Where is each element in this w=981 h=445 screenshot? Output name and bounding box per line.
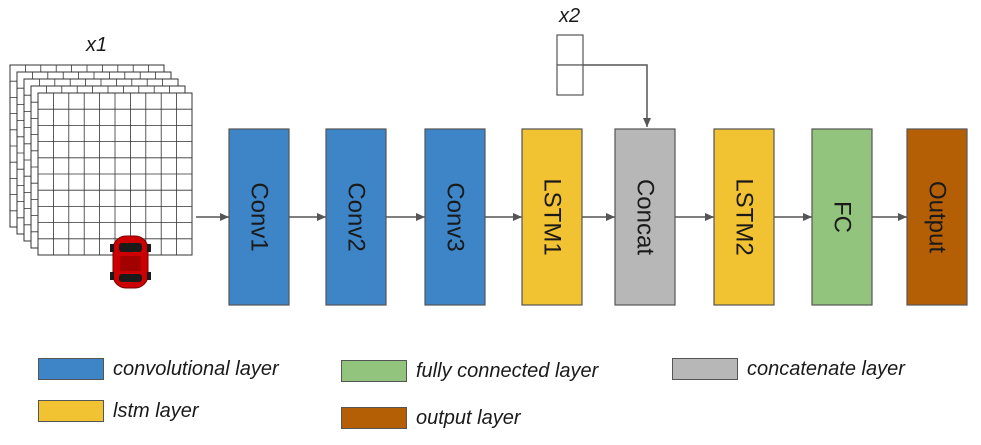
layer-conv2-label: Conv2 — [343, 182, 370, 251]
layer-lstm1-label: LSTM1 — [539, 178, 566, 255]
layer-output-box — [906, 128, 968, 306]
layer-fc-box — [811, 128, 873, 306]
legend-lstm-label: lstm layer — [113, 399, 199, 422]
legend-output-swatch — [341, 407, 407, 429]
layer-conv2-box — [325, 128, 387, 306]
layer-lstm2-label: LSTM2 — [731, 178, 758, 255]
layer-conv1: Conv1 — [228, 128, 290, 306]
legend-fc-label: fully connected layer — [416, 359, 599, 382]
legend-output: output layer — [341, 405, 521, 431]
side-input-vector — [556, 34, 584, 96]
legend-output-label: output layer — [416, 406, 521, 429]
input-multiplier-label: x1 — [85, 34, 107, 56]
layer-concat: Concat — [614, 128, 676, 306]
car-icon — [110, 235, 151, 289]
layer-fc: FC — [811, 128, 873, 306]
layer-concat-box — [614, 128, 676, 306]
legend-concat: concatenate layer — [672, 356, 905, 382]
legend-conv: convolutional layer — [38, 356, 279, 382]
layer-conv3-box — [424, 128, 486, 306]
legend-lstm: lstm layer — [38, 398, 199, 424]
layer-lstm2-box — [713, 128, 775, 306]
layer-output: Output — [906, 128, 968, 306]
input-frame-stack — [9, 64, 193, 256]
legend-fc: fully connected layer — [341, 358, 598, 384]
side-input-arrow — [583, 64, 651, 127]
layer-concat-label: Concat — [632, 179, 659, 255]
layer-conv1-box — [228, 128, 290, 306]
legend-concat-swatch — [672, 358, 738, 380]
layer-lstm2: LSTM2 — [713, 128, 775, 306]
layer-boxes: Conv1 Conv2 Conv3 LSTM1 Concat LSTM2 FC Output — [228, 128, 968, 306]
side-input-multiplier-label: x2 — [558, 5, 580, 27]
layer-output-label: Output — [924, 181, 951, 253]
layer-conv1-label: Conv1 — [246, 182, 273, 251]
layer-conv3-label: Conv3 — [442, 182, 469, 251]
layer-conv2: Conv2 — [325, 128, 387, 306]
layer-conv3: Conv3 — [424, 128, 486, 306]
input-frame — [37, 92, 193, 256]
layer-lstm1: LSTM1 — [521, 128, 583, 306]
legend-conv-label: convolutional layer — [113, 357, 279, 380]
layer-fc-label: FC — [829, 201, 856, 233]
layer-lstm1-box — [521, 128, 583, 306]
legend-conv-swatch — [38, 358, 104, 380]
legend-concat-label: concatenate layer — [747, 357, 905, 380]
legend-lstm-swatch — [38, 400, 104, 422]
legend-fc-swatch — [341, 360, 407, 382]
